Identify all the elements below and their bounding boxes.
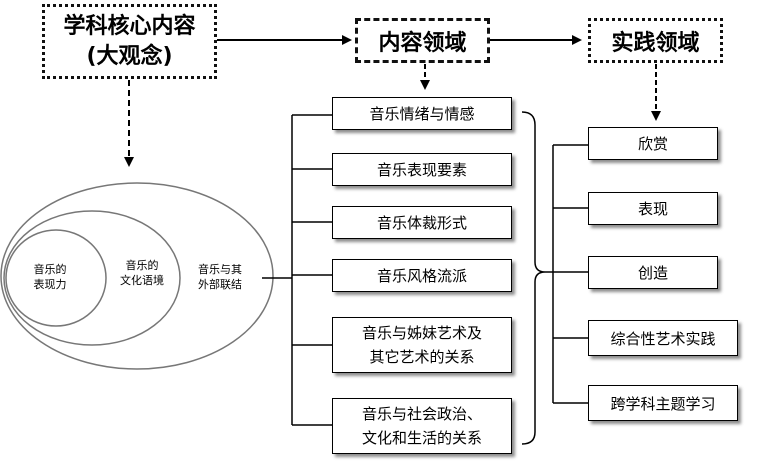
- practice-item-creation: 创造: [588, 256, 718, 289]
- content-item-5: 音乐与姊妹艺术及 其它艺术的关系: [332, 317, 512, 373]
- content-item-2: 音乐表现要素: [332, 153, 512, 186]
- practice-item-interdisciplinary: 跨学科主题学习: [588, 385, 738, 421]
- practice-domain-box: 实践领域: [588, 18, 723, 63]
- content-item-1: 音乐情绪与情感: [332, 97, 512, 130]
- content-domain-label: 内容领域: [378, 30, 467, 56]
- core-line1: 学科核心内容: [63, 13, 196, 39]
- practice-item-integrated-arts: 综合性艺术实践: [588, 320, 738, 356]
- inner-ellipse: [5, 229, 107, 327]
- core-line2: (大观念): [86, 43, 173, 69]
- content-domain-box: 内容领域: [355, 18, 490, 63]
- outer-circle-label: 音乐与其 外部联结: [198, 263, 242, 291]
- inner-circle-label: 音乐的 表现力: [33, 263, 67, 291]
- content-item-4: 音乐风格流派: [332, 259, 512, 292]
- practice-item-performance: 表现: [588, 192, 718, 225]
- content-item-3: 音乐体裁形式: [332, 206, 512, 239]
- right-bracket: [545, 144, 588, 404]
- practice-domain-label: 实践领域: [611, 30, 700, 56]
- middle-circle-label: 音乐的 文化语境: [120, 259, 164, 287]
- content-brace: [521, 111, 546, 445]
- content-item-6: 音乐与社会政治、 文化和生活的关系: [332, 398, 512, 454]
- practice-item-appreciation: 欣赏: [588, 127, 718, 160]
- left-bracket: [262, 114, 332, 426]
- core-content-box: 学科核心内容 (大观念): [42, 4, 217, 79]
